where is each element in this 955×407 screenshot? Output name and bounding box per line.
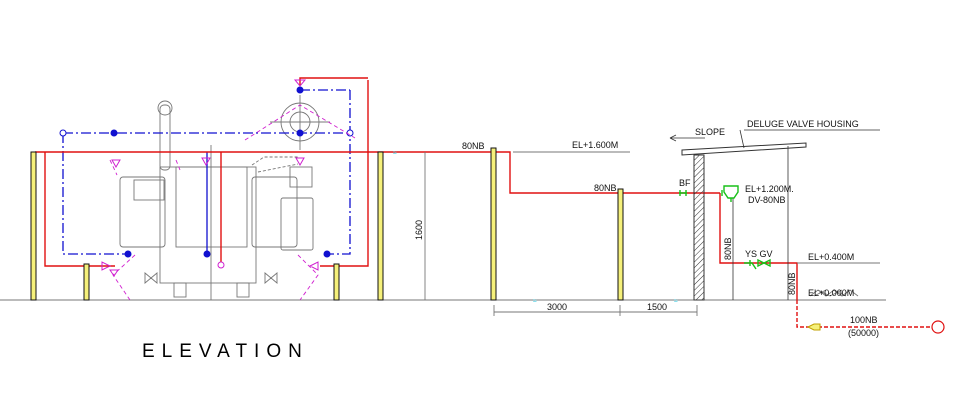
break-mark-icon: ≈	[674, 298, 678, 305]
dim-span-1: 3000	[547, 302, 567, 312]
deluge-valve-icon	[721, 185, 739, 202]
label-dv: DV-80NB	[748, 195, 786, 205]
break-mark-icon: ≈	[393, 150, 397, 157]
feed-connection-icon	[931, 320, 945, 334]
drawing-title: ELEVATION	[142, 341, 309, 362]
label-pipe-feed: 100NB	[850, 315, 878, 325]
butterfly-valve-icon	[679, 190, 687, 196]
label-el-ground: EL+0.000M	[808, 288, 854, 298]
dimensions	[424, 151, 880, 316]
ground-hatch	[809, 289, 859, 297]
valves	[679, 185, 771, 270]
deluge-valve-housing	[669, 129, 880, 301]
spray-nozzles	[101, 79, 356, 301]
dim-span-2: 1500	[647, 302, 667, 312]
label-pipe-drop: 80NB	[723, 237, 733, 260]
label-bf: BF	[679, 178, 691, 188]
dim-height: 1600	[414, 220, 424, 240]
label-ys-gv: YS GV	[745, 249, 773, 259]
y-strainer-icon	[744, 260, 757, 270]
break-mark-icon: ≈	[533, 298, 537, 305]
spray-ring	[59, 86, 354, 258]
label-el-low: EL+0.400M	[808, 252, 854, 262]
label-el-dv: EL+1.200M.	[745, 184, 794, 194]
gate-valve-icon	[757, 258, 771, 268]
transformer	[119, 95, 330, 300]
label-feed-length: (50000)	[848, 328, 879, 338]
label-slope: SLOPE	[695, 127, 725, 137]
label-housing: DELUGE VALVE HOUSING	[747, 119, 859, 129]
label-pipe-main: 80NB	[462, 141, 485, 151]
label-pipe-riser: 80NB	[787, 272, 797, 295]
label-el-main: EL+1.600M	[572, 140, 618, 150]
pipe-supports	[30, 147, 624, 301]
label-pipe-lower: 80NB	[594, 183, 617, 193]
